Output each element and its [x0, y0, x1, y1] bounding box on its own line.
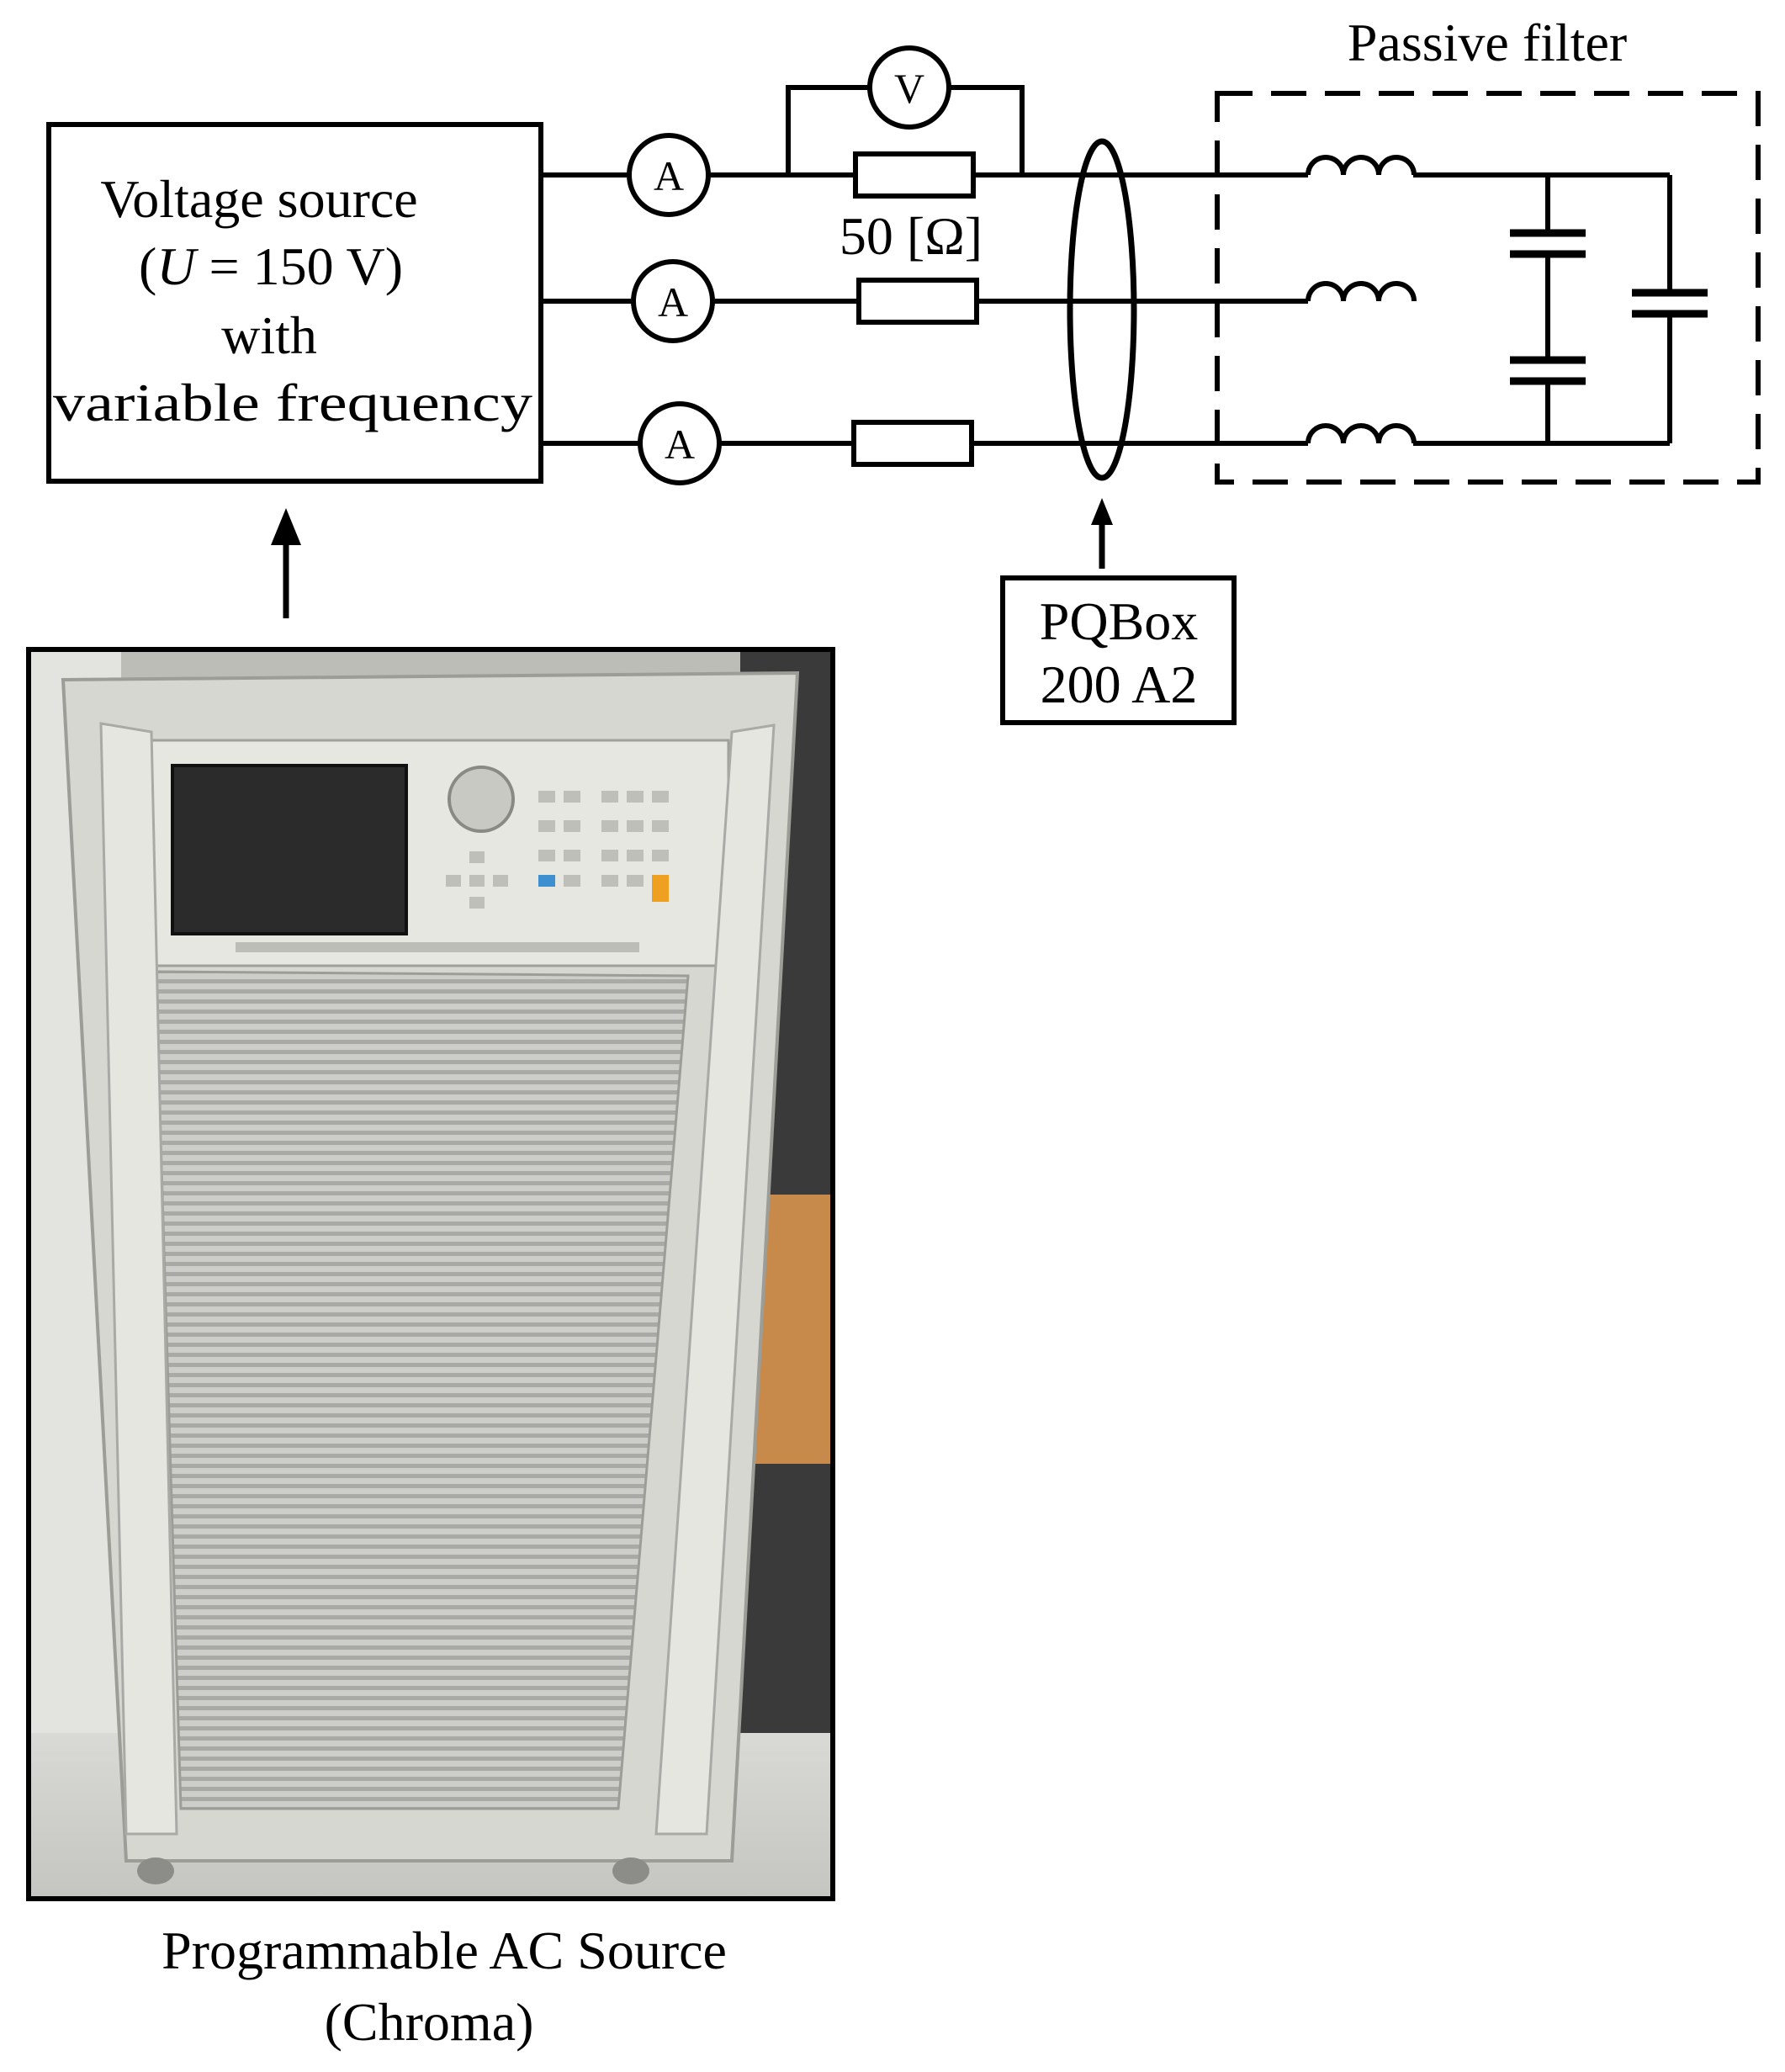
ammeter-circle — [638, 401, 722, 485]
voltage-source-line3: with — [221, 305, 317, 365]
pqbox-line2: 200 A2 — [1041, 654, 1198, 714]
pqbox-arrow-head — [1091, 498, 1113, 525]
resistor-phase-3 — [851, 420, 974, 467]
ammeter-phase-2: A — [631, 259, 715, 343]
inductor-phase-1 — [1306, 155, 1417, 176]
photo-frame — [26, 647, 835, 1901]
arrow-keys — [446, 851, 508, 909]
resistors: 50 [Ω] — [840, 151, 983, 467]
ammeter-phase-1: A — [627, 133, 711, 217]
ammeter-symbol: A — [665, 421, 695, 468]
voltmeter-symbol: V — [894, 65, 924, 112]
display-screen — [171, 764, 408, 935]
passive-filter-boundary — [1215, 91, 1761, 485]
ammeter-phase-3: A — [638, 401, 722, 485]
ammeter-circle — [627, 133, 711, 217]
voltage-source-line2: (U = 150 V) — [139, 236, 403, 296]
voltmeter-branch-wire — [786, 85, 875, 175]
keypad — [538, 791, 669, 902]
pqbox-analyzer: PQBox 200 A2 — [1000, 498, 1237, 725]
voltage-source-block: Voltage source (U = 150 V) with variable… — [46, 122, 543, 484]
voltage-source-line1: Voltage source — [100, 169, 417, 229]
voltmeter-branch-wire-right — [944, 85, 1025, 175]
voltmeter-circle — [867, 45, 951, 130]
voltage-source-box — [46, 122, 543, 484]
resistor-phase-2 — [856, 278, 979, 325]
inductor-phase-2 — [1306, 281, 1417, 302]
ventilation-grille — [154, 970, 690, 1810]
source-arrow — [271, 508, 301, 618]
photo-caption-line2: (Chroma) — [325, 1992, 534, 2052]
current-clamp-ellipse — [1067, 138, 1137, 481]
ammeter-symbol: A — [658, 278, 688, 326]
resistor-phase-1 — [853, 151, 976, 199]
rotary-knob — [448, 766, 515, 833]
passive-filter-label: Passive filter — [1348, 13, 1627, 72]
ammeter-symbol: A — [654, 152, 684, 199]
resistor-value-label: 50 [Ω] — [840, 206, 983, 266]
inductor-phase-3 — [1306, 423, 1417, 444]
ammeter-circle — [631, 259, 715, 343]
voltmeter: V — [867, 45, 951, 130]
pqbox-line1: PQBox — [1040, 591, 1199, 651]
voltage-source-line4: variable frequency — [53, 373, 532, 432]
pqbox-box — [1000, 575, 1237, 725]
ac-source-photo — [26, 647, 835, 1901]
photo-caption-line1: Programmable AC Source — [162, 1921, 727, 1980]
passive-filter: Passive filter — [1215, 13, 1761, 485]
source-arrow-head — [271, 508, 301, 545]
